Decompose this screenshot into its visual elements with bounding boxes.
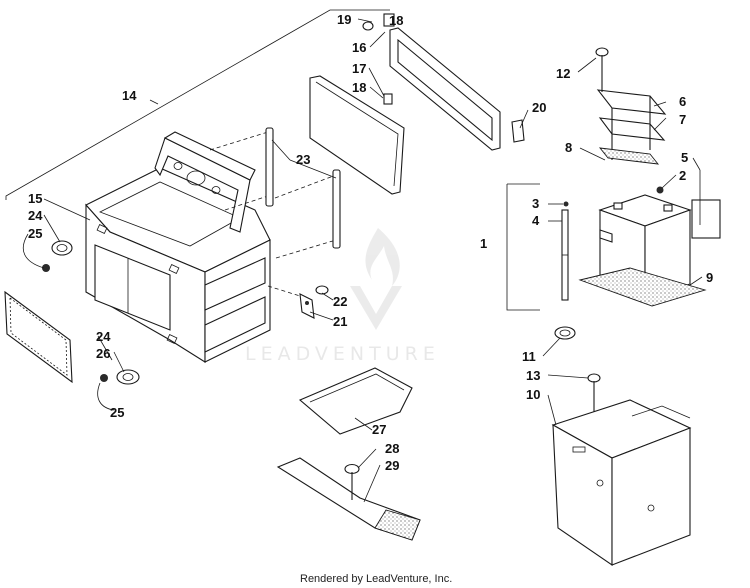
callout-labels: 19 18 16 17 18 14 20 12 6 7 8 5 2 23 15 …	[28, 12, 713, 473]
callout-18-top: 18	[389, 13, 403, 28]
strap	[276, 457, 421, 541]
callout-21: 21	[333, 314, 347, 329]
callout-22: 22	[333, 294, 347, 309]
assembly-bracket-14	[5, 9, 390, 200]
callout-4: 4	[532, 213, 540, 228]
lid-frame	[362, 13, 525, 151]
callout-29: 29	[385, 458, 399, 473]
callout-24-lower: 24	[96, 329, 111, 344]
leader-lines	[22, 18, 703, 503]
callout-23: 23	[296, 152, 310, 167]
watermark-text: LEADVENTURE	[245, 343, 440, 365]
callout-17: 17	[352, 61, 366, 76]
callout-13: 13	[526, 368, 540, 383]
callout-24-upper: 24	[28, 208, 43, 223]
callout-16: 16	[352, 40, 366, 55]
callout-26: 26	[96, 346, 110, 361]
callout-25-upper: 25	[28, 226, 42, 241]
battery-box	[551, 373, 692, 567]
clamp-upper	[42, 240, 73, 272]
callout-10: 10	[526, 387, 540, 402]
callout-9: 9	[706, 270, 713, 285]
vent-tube	[506, 183, 576, 340]
side-cover-panel	[4, 290, 73, 384]
callout-27: 27	[372, 422, 386, 437]
callout-15: 15	[28, 191, 42, 206]
callout-18-bottom: 18	[352, 80, 366, 95]
callout-1: 1	[480, 236, 487, 251]
storage-box	[85, 131, 271, 363]
battery-pad	[578, 267, 707, 307]
callout-14: 14	[122, 88, 137, 103]
callout-28: 28	[385, 441, 399, 456]
callout-5: 5	[681, 150, 688, 165]
callout-12: 12	[556, 66, 570, 81]
clamp-lower	[100, 369, 140, 385]
lid-panel	[309, 75, 405, 195]
callout-3: 3	[532, 196, 539, 211]
callout-6: 6	[679, 94, 686, 109]
callout-25-lower: 25	[110, 405, 124, 420]
hinge-rods	[265, 127, 341, 249]
callout-2: 2	[679, 168, 686, 183]
storage-tray	[298, 367, 413, 435]
callout-11: 11	[522, 349, 536, 364]
callout-19: 19	[337, 12, 351, 27]
footer-credit: Rendered by LeadVenture, Inc.	[300, 573, 452, 585]
callout-20: 20	[532, 100, 546, 115]
callout-8: 8	[565, 140, 572, 155]
leadventure-watermark: LEADVENTURE	[245, 228, 440, 365]
battery-hold-down	[595, 47, 667, 165]
callout-7: 7	[679, 112, 686, 127]
hinge-leaders	[209, 131, 337, 297]
